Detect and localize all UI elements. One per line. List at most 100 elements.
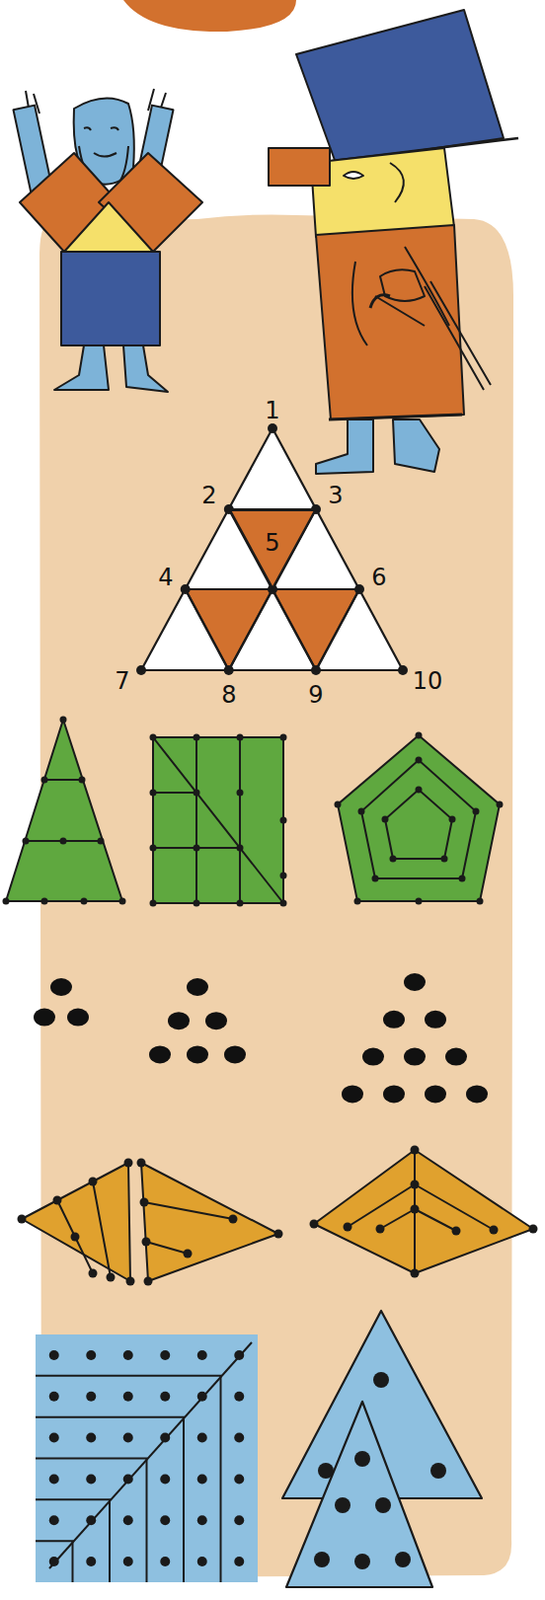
pyramid-dot xyxy=(137,1159,147,1168)
figure-dot xyxy=(41,777,49,784)
pebble xyxy=(224,1045,246,1064)
figure-dot xyxy=(372,875,380,883)
square-dot xyxy=(233,1557,244,1567)
figure-dot xyxy=(80,898,88,906)
pebble xyxy=(205,1012,228,1030)
square-dots xyxy=(49,1350,245,1567)
square-dot xyxy=(85,1350,96,1361)
square-dot xyxy=(123,1433,134,1444)
pyramid-dot xyxy=(88,1177,98,1187)
figure-dot xyxy=(358,808,366,816)
square-dot xyxy=(197,1515,208,1526)
figure-dot xyxy=(78,777,86,784)
hat-man xyxy=(268,9,519,474)
figure-dot xyxy=(415,732,423,740)
gnomon-line xyxy=(35,1541,74,1583)
pyramid-dot xyxy=(106,1273,116,1283)
square-dot xyxy=(49,1557,60,1567)
square-dot xyxy=(233,1392,244,1402)
vertex-number: 7 xyxy=(114,669,130,694)
square-dot xyxy=(85,1557,96,1567)
pyramid-dot xyxy=(410,1180,420,1190)
figure-dot xyxy=(280,817,288,825)
figure-dot xyxy=(415,757,423,765)
square-dot xyxy=(123,1392,134,1402)
figure-dot xyxy=(472,808,480,816)
pebble xyxy=(67,1009,89,1027)
figure-dot xyxy=(415,898,423,906)
pebble xyxy=(383,1085,405,1103)
pebble xyxy=(383,1011,405,1029)
pebble xyxy=(186,1045,209,1064)
lattice-dot xyxy=(180,584,191,595)
figure-dot xyxy=(150,789,157,797)
figure-dot xyxy=(60,716,68,724)
pebble xyxy=(424,1085,447,1103)
pyramid-dot xyxy=(183,1249,193,1259)
square-dot xyxy=(85,1392,96,1402)
square-dot xyxy=(159,1557,170,1567)
figure-dot xyxy=(334,801,342,809)
lattice-dot xyxy=(224,665,234,676)
square-dot xyxy=(233,1433,244,1444)
pyramid-dot xyxy=(452,1227,462,1237)
pebble xyxy=(362,1048,385,1067)
square-dot xyxy=(159,1474,170,1484)
square-dot xyxy=(123,1515,134,1526)
vertex-number: 6 xyxy=(371,565,387,590)
vertex-number: 4 xyxy=(157,565,173,590)
pythagoras xyxy=(13,88,203,392)
pyramid-dot xyxy=(229,1215,238,1225)
pebble xyxy=(341,1085,364,1103)
square-dot xyxy=(159,1515,170,1526)
figure-dot xyxy=(236,845,244,853)
figure-dot xyxy=(449,816,457,824)
figure-dot xyxy=(193,845,201,853)
figure-dot xyxy=(236,789,244,797)
pebble xyxy=(186,978,209,997)
vertex-number: 10 xyxy=(412,669,444,694)
pebble xyxy=(50,978,73,997)
vertex-number: 3 xyxy=(327,483,343,508)
square-dot xyxy=(49,1433,60,1444)
green-figures xyxy=(5,719,500,904)
pebble xyxy=(403,1048,426,1067)
pebble xyxy=(403,973,426,992)
pebble xyxy=(445,1048,468,1067)
figure-dot xyxy=(60,838,68,846)
vertex-number: 9 xyxy=(308,683,323,707)
square-dot xyxy=(49,1474,60,1484)
cell-number: 5 xyxy=(229,509,316,555)
pyramid-dot xyxy=(376,1225,386,1235)
square-dot xyxy=(85,1474,96,1484)
blue-square xyxy=(35,1334,258,1583)
figure-dot xyxy=(150,900,157,908)
figure-dot xyxy=(150,845,157,853)
pyramid-dot xyxy=(17,1215,27,1225)
figure-dot xyxy=(236,734,244,742)
square-dot xyxy=(123,1350,134,1361)
figure-dot xyxy=(2,898,10,906)
square-dot xyxy=(49,1515,60,1526)
figure-dot xyxy=(354,898,362,906)
square-dot xyxy=(197,1392,208,1402)
pebble xyxy=(167,1012,190,1030)
figure-dot xyxy=(97,838,105,846)
square-dot xyxy=(197,1350,208,1361)
pyramid-dot xyxy=(489,1226,499,1236)
triangle-cell: 5 xyxy=(229,509,316,590)
pebble xyxy=(466,1085,488,1103)
figure-dot xyxy=(280,900,288,908)
figure-dot xyxy=(415,786,423,794)
pyramid-dot xyxy=(140,1198,150,1208)
square-dot xyxy=(233,1350,244,1361)
gnomon-line xyxy=(35,1499,110,1583)
figure-dot xyxy=(150,734,157,742)
square-dot xyxy=(123,1557,134,1567)
figure-dot xyxy=(389,856,397,863)
square-dot xyxy=(123,1474,134,1484)
pyramid-dot xyxy=(124,1159,134,1168)
triangle-fill xyxy=(230,510,315,589)
